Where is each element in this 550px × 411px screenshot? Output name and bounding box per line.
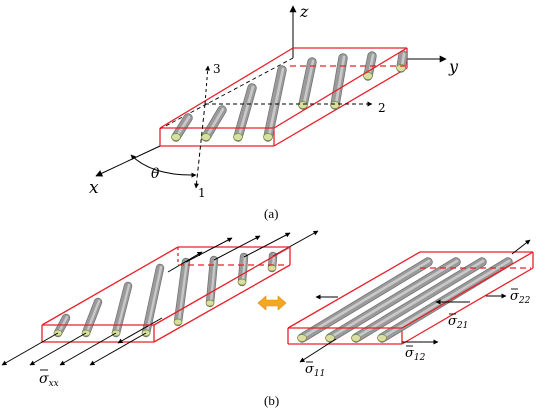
fiber-end	[363, 72, 373, 80]
sigma-xx-arrow-back-3	[243, 232, 291, 258]
fiber-highlight	[145, 265, 163, 334]
fiber-b-left-5	[173, 257, 191, 327]
fiber-end	[171, 133, 181, 141]
axis-1	[193, 103, 206, 189]
panel-b-left: σxx	[1, 230, 319, 389]
fiber-end	[237, 278, 247, 286]
global-axes	[95, 5, 447, 177]
sigma-xx-arrow-back-2	[213, 235, 261, 261]
fiber-a-5	[298, 57, 317, 110]
sigma-22-label: σ22	[510, 289, 531, 306]
lamina-box-b-left-front	[42, 246, 291, 326]
fiber-b-right-2	[325, 257, 461, 343]
sigma-xx-arrow-back-5	[167, 251, 203, 273]
fiber-highlight	[85, 299, 101, 334]
fiber-b-left-6	[205, 255, 219, 308]
fiber-highlight	[209, 257, 217, 304]
sigma-xx-arrow-front-4	[89, 332, 147, 366]
fiber-highlight	[175, 115, 191, 138]
axis-3	[204, 65, 211, 105]
fiber-a-1	[171, 113, 193, 142]
fiber-a-8	[396, 50, 408, 73]
theta-label: θ	[151, 166, 160, 182]
fiber-highlight	[205, 107, 225, 138]
fiber-highlight	[329, 259, 459, 339]
fiber-highlight	[241, 254, 247, 283]
fiber-end	[233, 133, 243, 141]
fiber-end	[267, 264, 277, 272]
axis-1-label: 1	[198, 186, 206, 200]
fiber-highlight	[267, 67, 285, 138]
fiber-highlight	[115, 283, 131, 334]
sigma-11-arrow	[299, 338, 337, 363]
theta-arc	[130, 154, 197, 178]
fiber-highlight	[302, 59, 315, 106]
fiber-b-right-3	[351, 257, 487, 343]
sigma-12-label: σ12	[405, 346, 426, 363]
fiber-b-left-3	[111, 281, 133, 338]
sigma-xx-arrow-front-5	[117, 317, 163, 344]
fiber-end	[298, 101, 308, 109]
equivalence-arrow	[257, 295, 287, 311]
fiber-highlight	[334, 55, 346, 106]
sigma-xx-arrow-front-2	[29, 332, 87, 366]
fiber-end	[325, 334, 335, 342]
fiber-group-b-left	[53, 251, 278, 338]
fiber-highlight	[381, 259, 511, 339]
sigma-xx-arrow-front-1	[1, 332, 59, 366]
x-label: x	[89, 178, 99, 198]
fiber-a-2	[201, 105, 227, 142]
caption-b: (b)	[264, 393, 279, 408]
fiber-b-right-4	[377, 257, 513, 343]
fiber-b-left-1	[53, 313, 71, 338]
lamina-box-b-right-front	[288, 251, 534, 329]
fiber-highlight	[177, 259, 189, 323]
sigma-xx-label: σxx	[39, 371, 59, 389]
fiber-highlight	[355, 259, 485, 339]
panel-a: z y x 3 2 1 θ (a)	[89, 2, 459, 221]
fiber-end	[330, 101, 340, 109]
fiber-end	[173, 318, 183, 326]
fiber-group-b-right	[297, 257, 513, 343]
stress-xx-arrows	[1, 230, 319, 366]
fiber-a-6	[330, 53, 348, 110]
panel-b-right: σ22 σ21 σ12 σ11	[287, 239, 534, 379]
fiber-end	[351, 334, 361, 342]
stress-arrows-right	[299, 239, 531, 363]
fiber-end	[297, 334, 307, 342]
fiber-b-left-7	[237, 252, 249, 287]
fiber-b-left-4	[141, 263, 165, 338]
sigma-21-label: σ21	[448, 314, 468, 331]
lamina-box-a-front	[160, 47, 408, 129]
fiber-a-4	[263, 65, 287, 142]
y-label: y	[448, 57, 459, 76]
z-label: z	[299, 2, 309, 21]
fiber-a-3	[233, 83, 257, 142]
fiber-a-7	[363, 51, 377, 81]
sigma-22-arrow-top	[511, 239, 531, 255]
fiber-end	[201, 133, 211, 141]
fiber-end	[263, 133, 273, 141]
axis-3-label: 3	[213, 62, 221, 76]
fiber-b-right-1	[297, 257, 433, 343]
x-axis	[95, 145, 161, 177]
material-axes	[130, 65, 373, 189]
sigma-xx-arrow-back-1	[185, 237, 233, 263]
fiber-end	[205, 299, 215, 307]
axis-2-label: 2	[378, 101, 386, 115]
fiber-highlight	[367, 53, 375, 77]
lamina-box-b-left	[41, 246, 291, 343]
fiber-b-left-2	[81, 297, 103, 338]
sigma-xx-arrow-front-3	[59, 332, 117, 366]
caption-a: (a)	[264, 206, 278, 221]
sigma-11-label: σ11	[305, 362, 325, 379]
lamina-box-a	[159, 47, 408, 147]
fiber-highlight	[301, 259, 431, 339]
fiber-end	[377, 334, 387, 342]
